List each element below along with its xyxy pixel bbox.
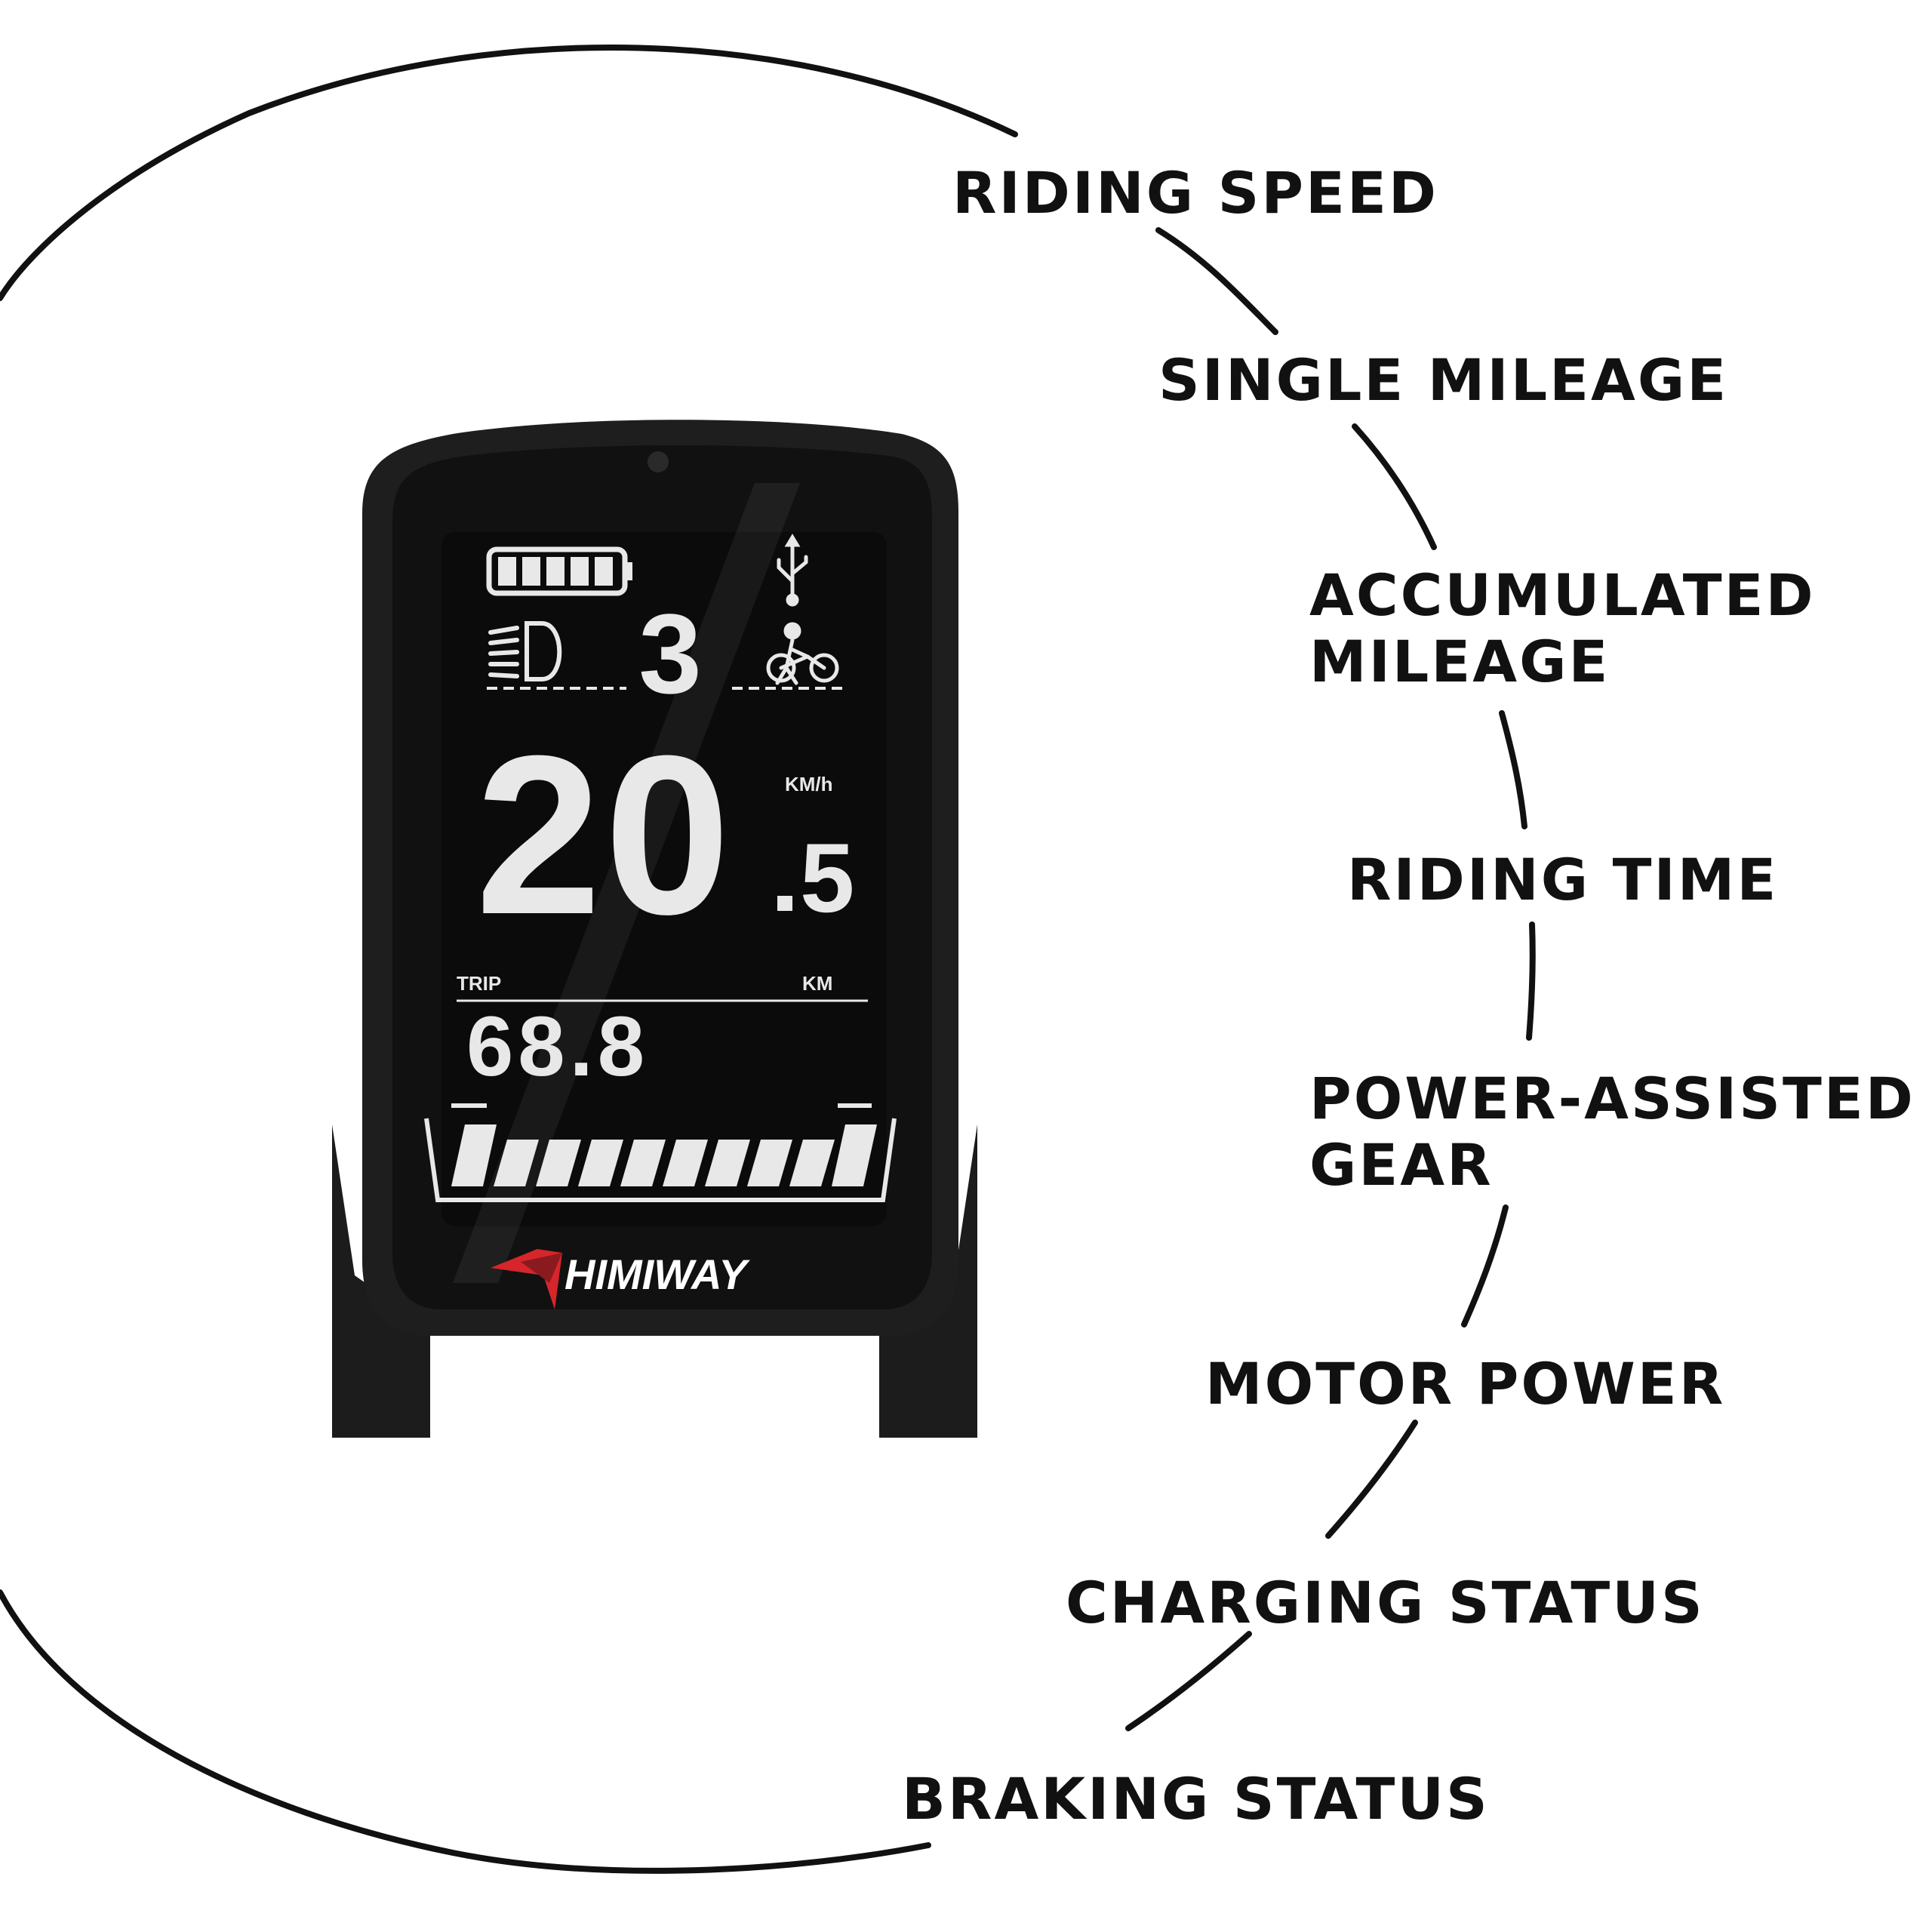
motor-power-bar (789, 1140, 835, 1186)
arc-segment-outer (0, 45, 1018, 1874)
speed-decimal-point (777, 896, 792, 911)
mount-leg-left (332, 1124, 430, 1438)
motor-power-bar (578, 1140, 623, 1186)
arc-segment-7 (1125, 1631, 1252, 1731)
battery-segment (522, 557, 540, 586)
assist-gear-value: 3 (638, 590, 701, 717)
himiway-logo: HIMIWAY (491, 1249, 750, 1309)
speed-integer: 20 (475, 708, 734, 961)
motor-power-bar (663, 1140, 708, 1186)
label-charging-status: CHARGING STATUS (1066, 1569, 1705, 1636)
arc-segment-1 (1155, 227, 1278, 335)
light-sensor (648, 451, 669, 472)
label-braking-status: BRAKING STATUS (902, 1765, 1490, 1832)
battery-bars (498, 557, 613, 586)
trip-unit: KM (802, 972, 832, 995)
speed-decimal: 5 (800, 823, 854, 933)
battery-segment (571, 557, 589, 586)
power-bar-frame (424, 1103, 897, 1202)
label-riding-speed: RIDING SPEED (952, 159, 1438, 226)
trip-value: 68.8 (466, 999, 649, 1094)
trip-label: TRIP (457, 972, 501, 995)
motor-power-bar (451, 1124, 497, 1186)
motor-power-bar (832, 1124, 877, 1186)
feature-labels: RIDING SPEED SINGLE MILEAGE ACCUMULATED … (902, 159, 1932, 1832)
motor-power-bar (705, 1140, 750, 1186)
motor-power-bar (536, 1140, 581, 1186)
bike-display-device: 3 20 5 KM/h TRIP KM 68.8 (332, 420, 977, 1438)
lcd-screen (441, 532, 887, 1226)
label-motor-power: MOTOR POWER (1205, 1350, 1725, 1417)
battery-segment (498, 557, 516, 586)
label-single-mileage: SINGLE MILEAGE (1158, 346, 1728, 414)
motor-power-bar (620, 1140, 666, 1186)
speed-unit: KM/h (785, 773, 833, 795)
battery-icon (486, 546, 632, 596)
arc-segment-3 (1499, 710, 1527, 829)
screen-glare (453, 483, 800, 1283)
battery-segment (546, 557, 565, 586)
label-accumulated-mileage: ACCUMULATED MILEAGE (1309, 561, 1838, 695)
mount-leg-right (879, 1124, 977, 1438)
headlight-icon (488, 621, 562, 681)
label-riding-time: RIDING TIME (1347, 846, 1778, 913)
walk-assist-icon (766, 622, 839, 685)
label-power-assisted-gear: POWER-ASSISTED GEAR (1309, 1065, 1932, 1198)
outline-arc (0, 45, 1536, 1874)
arc-segment-4 (1526, 921, 1536, 1041)
battery-segment (595, 557, 613, 586)
arc-segment-2 (1352, 423, 1437, 550)
arc-segment-5 (1461, 1204, 1509, 1327)
brand-name: HIMIWAY (565, 1251, 750, 1298)
motor-power-bar (747, 1140, 792, 1186)
motor-power-bars (451, 1124, 877, 1186)
motor-power-bar (494, 1140, 539, 1186)
arc-segment-6 (1325, 1420, 1418, 1539)
usb-icon (777, 534, 808, 607)
